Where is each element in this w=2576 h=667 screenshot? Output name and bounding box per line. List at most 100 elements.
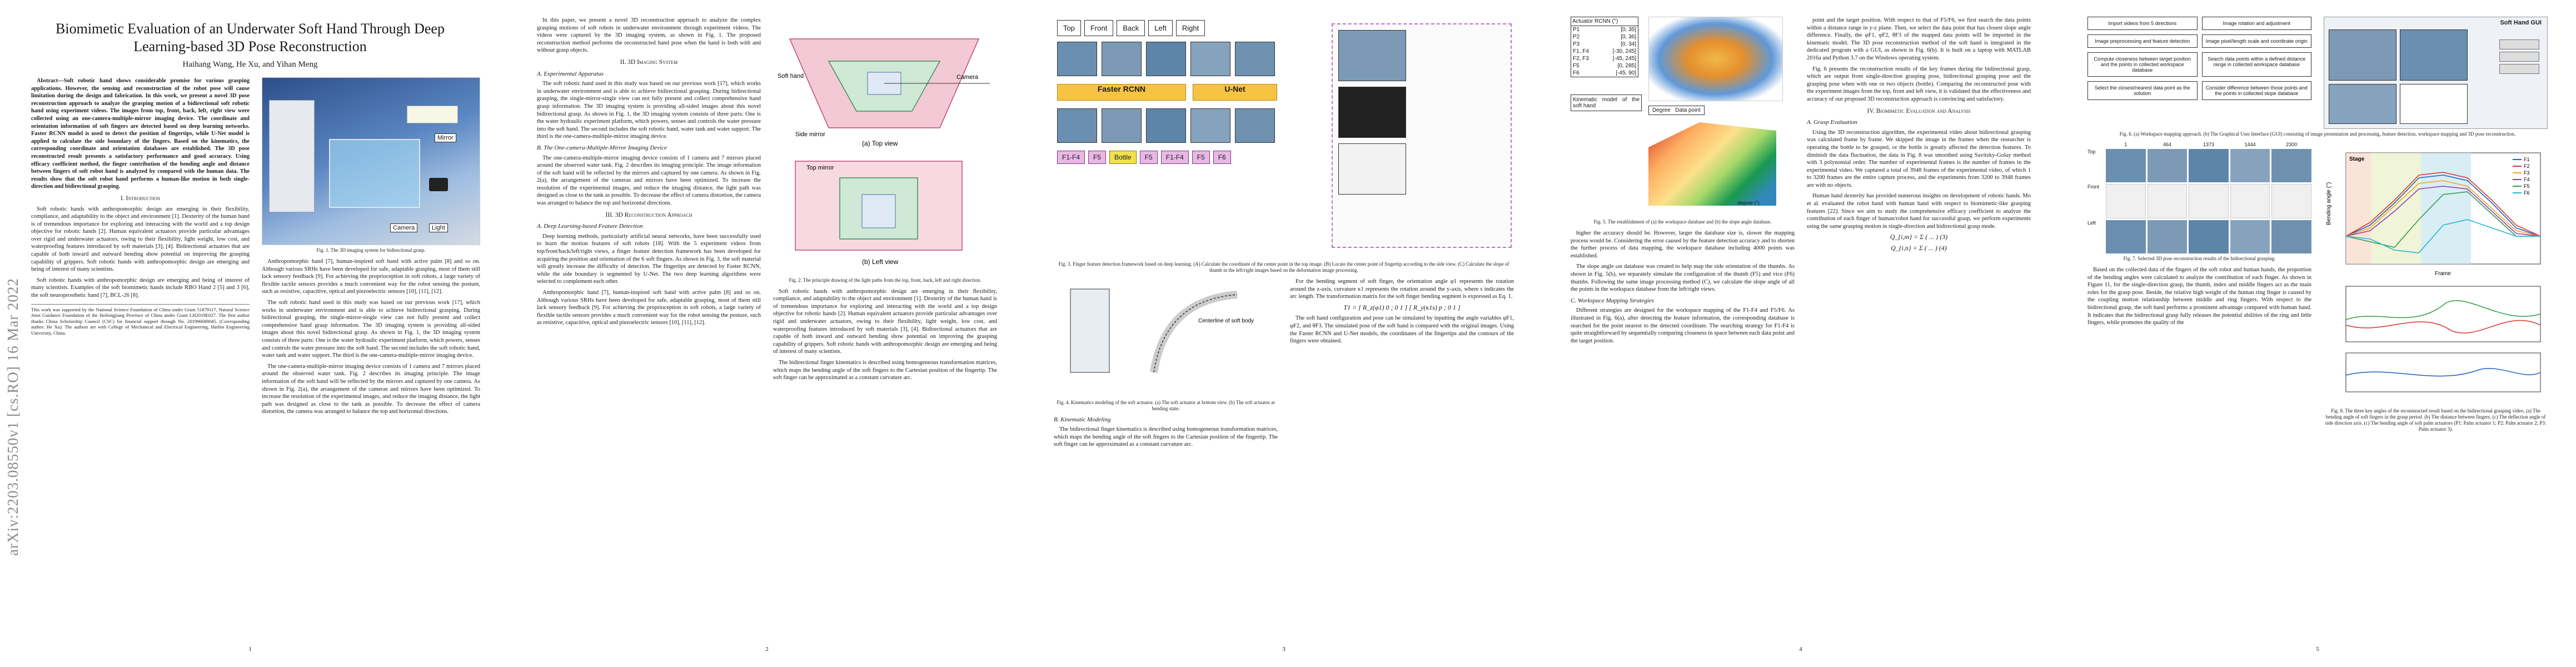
top-view-label: (a) Top view [862, 140, 898, 147]
paper-authors: Haihang Wang, He Xu, and Yihan Meng [182, 60, 318, 69]
finger-box: Bottle [1109, 151, 1137, 164]
flowchart-box: Select the closest/nearest data point as… [2087, 81, 2198, 100]
reconstruction-cell [2230, 184, 2270, 218]
series-layer [2345, 172, 2541, 253]
frame-label: 1444 [2244, 142, 2256, 147]
range-table-row: P3[0, 34] [1571, 41, 1638, 48]
flowchart-box: Compute closeness between target positio… [2087, 52, 2198, 77]
frame-label: 1373 [2203, 142, 2214, 147]
gui-image-panel [2329, 84, 2396, 124]
range-table-row: F1, F4[-30, 245] [1571, 48, 1638, 55]
gui-button[interactable] [2499, 39, 2539, 49]
range-table-cell: P1 [1573, 27, 1580, 33]
row-label: Left [2087, 220, 2096, 226]
figure-1-caption: Fig. 1. The 3D imaging system for bidire… [316, 247, 426, 253]
paragraph: Soft robotic hands with anthropomorphic … [31, 277, 250, 299]
paragraph: In this paper, we present a novel 3D rec… [537, 17, 761, 54]
figure-3-caption: Fig. 3. Finger feature detection framewo… [1058, 261, 1509, 273]
range-table-cell: [0, 36] [1621, 34, 1636, 40]
detected-image [1057, 108, 1097, 143]
reconstruction-cell [2271, 220, 2311, 253]
input-image [1235, 42, 1275, 76]
reconstruction-cell [2106, 220, 2146, 253]
range-table-header: Actuator RCNN (°) [1571, 17, 1638, 26]
abstract: Abstract—Soft robotic hand shows conside… [31, 78, 250, 190]
paragraph: The one-camera-multiple-mirror imaging d… [537, 155, 761, 207]
lab-rack-shape [269, 100, 315, 212]
grid-corner [2087, 142, 2104, 147]
series-line-f5 [2345, 191, 2540, 248]
left-view-label: (b) Left view [862, 258, 899, 266]
reconstruction-cell [2147, 184, 2188, 218]
kinematic-model-box: Kinematic model of the soft hand [1571, 94, 1642, 111]
unet-block: U-Net [1193, 84, 1277, 101]
paragraph: The one-camera-multiple-mirror imaging d… [262, 363, 480, 415]
input-images-row [1057, 42, 1514, 76]
legend-degree: Degree [1652, 107, 1671, 113]
detected-image [1235, 108, 1275, 143]
page-number: 2 [765, 646, 769, 653]
section-heading: IV. Biomimetic Evaluation and Analysis [1867, 107, 1971, 115]
series-line-f4 [2345, 186, 2541, 237]
range-table-cell: P3 [1573, 41, 1580, 47]
figure-7-grid: 1 464 1373 1444 2300 Top Front Left [2087, 142, 2311, 253]
reconstruction-cell [2147, 149, 2188, 182]
view-tab-front: Front [1084, 20, 1114, 36]
view-tab-top: Top [1057, 20, 1081, 36]
figure-5-caption: Fig. 5. The establishment of (a) the wor… [1593, 219, 1772, 225]
detected-image [1190, 108, 1230, 143]
reconstruction-cell [2189, 184, 2229, 218]
gui-title: Soft Hand GUI [2500, 19, 2542, 26]
side-mirror-label: Side mirror [795, 131, 825, 138]
paragraph: Anthropomorphic hand [7], human-inspired… [262, 258, 480, 295]
figure-5: Actuator RCNN (°) P1[0, 35]P2[0, 36]P3[0… [1571, 17, 1795, 217]
detected-image [1102, 108, 1142, 143]
paragraph: Based on the collected data of the finge… [2087, 267, 2311, 326]
legend-label: F5 [2524, 183, 2530, 189]
finger-box: F6 [1213, 151, 1231, 164]
range-table-cell: [0, 35] [1621, 27, 1636, 33]
series-line-f6 [2345, 219, 2540, 253]
series-line-f1 [2345, 175, 2541, 237]
page-number: 1 [248, 646, 252, 653]
range-table-cell: F2, F3 [1573, 56, 1589, 62]
paper-title: Biomimetic Evaluation of an Underwater S… [56, 21, 445, 54]
subsection-heading: A. Grasp Evaluation [1807, 119, 1857, 126]
finger-box: F1-F4 [1057, 151, 1085, 164]
range-table-row: P2[0, 36] [1571, 33, 1638, 41]
legend-label: F3 [2524, 170, 2530, 176]
light-shape [407, 106, 458, 123]
paragraph: Deep learning methods, particularly arti… [537, 233, 761, 285]
frame-label: 464 [2163, 142, 2171, 147]
reconstruction-cell [2189, 149, 2229, 182]
paragraph: The soft hand configuration and pose can… [1290, 315, 1514, 345]
paper-page-1: arXiv:2203.08550v1 [cs.RO] 16 Mar 2022 B… [0, 0, 500, 667]
soft-hand-label: Soft hand [778, 73, 804, 79]
figure-2-caption: Fig. 2. The principle drawing of the lig… [789, 277, 981, 283]
paragraph: Different strategies are designed for th… [1571, 307, 1795, 344]
paragraph: The bidirectional finger kinematics is d… [1054, 426, 1278, 448]
reconstruction-cell [2106, 184, 2146, 218]
flowchart-box: Image rotation and adjustment [2201, 17, 2311, 30]
range-table-row: F2, F3[-45, 245] [1571, 55, 1638, 62]
x-axis-label: Frame [2435, 271, 2451, 277]
section-heading: I. Introduction [120, 195, 161, 202]
gui-button[interactable] [2499, 52, 2539, 62]
figure-8-chart: Stage Bending angle (°) Frame F1F2F3F4F5… [2324, 142, 2546, 403]
range-table-cell: [0, 285] [1617, 63, 1636, 69]
input-image [1146, 42, 1186, 76]
range-table-cell: F1, F4 [1573, 48, 1589, 54]
paragraph: Anthropomorphic hand [7], human-inspired… [537, 290, 761, 326]
frame-label: 2300 [2286, 142, 2298, 147]
range-table-cell: [-45, 90] [1616, 70, 1636, 76]
mirror-label: Mirror [435, 133, 456, 142]
figure-3-framework: Top Front Back Left Right Faster RCNN U-… [1054, 20, 1514, 259]
input-image [1190, 42, 1230, 76]
range-table-row: F6[-45, 90] [1571, 69, 1638, 77]
legend-data-point: Data point [1675, 107, 1701, 113]
subsection-heading: C. Workspace Mapping Strategies [1571, 297, 1654, 304]
finger-box: F1-F4 [1160, 151, 1189, 164]
gui-button[interactable] [2499, 64, 2539, 74]
figure-4-caption: Fig. 4. Kinematics modeling of the soft … [1057, 399, 1275, 411]
